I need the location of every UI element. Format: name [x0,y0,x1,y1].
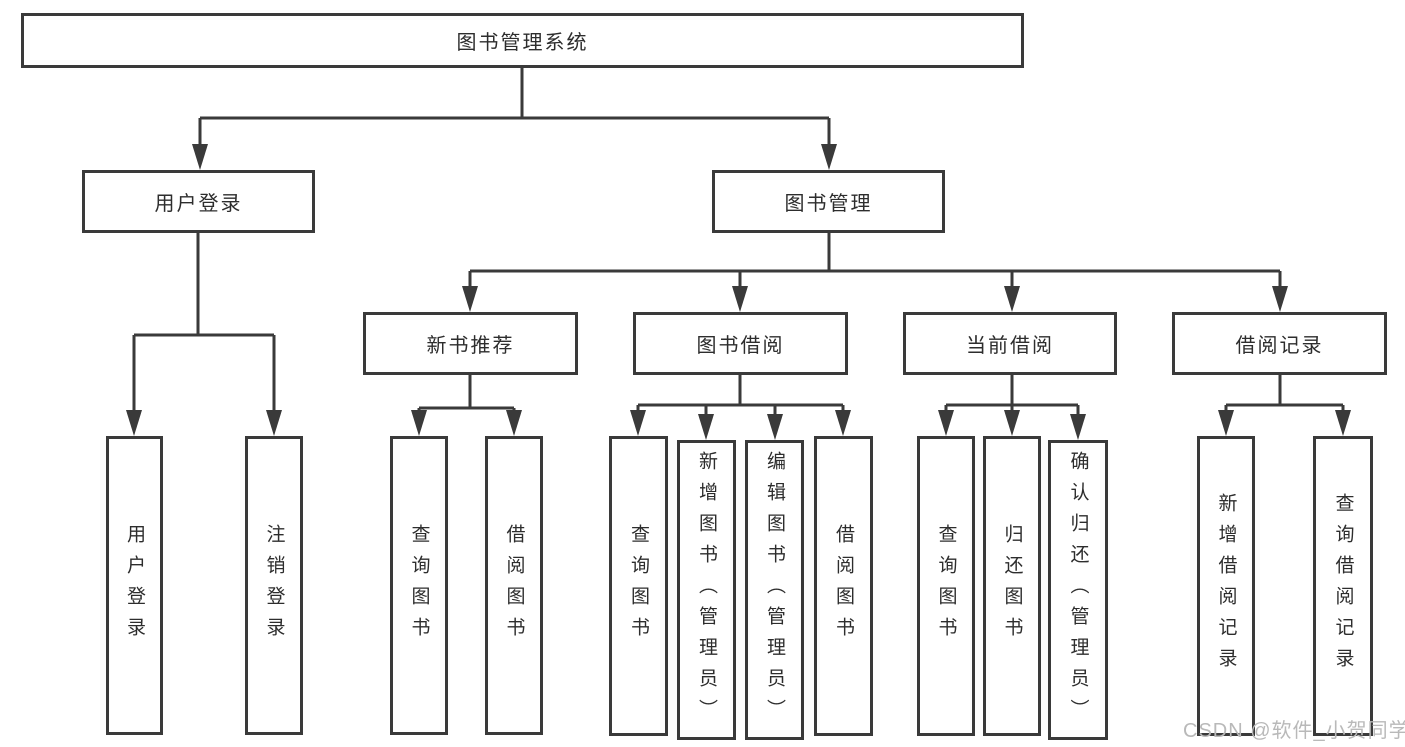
arrow-down-icon [1004,410,1020,436]
node-book-mgmt: 图书管理 [712,170,945,233]
arrow-down-icon [1004,286,1020,312]
node-nbr-borrow-book: 借阅图书 [485,436,543,735]
arrow-down-icon [1335,410,1351,436]
arrow-down-icon [630,410,646,436]
watermark: CSDN @软件_小贺同学 [1183,720,1405,742]
arrow-down-icon [1218,410,1234,436]
node-br-add-record: 新增借阅记录 [1197,436,1255,736]
arrow-down-icon [506,410,522,436]
node-br-query-record: 查询借阅记录 [1313,436,1373,736]
arrow-down-icon [126,410,142,436]
node-bb-query-book: 查询图书 [609,436,668,736]
node-current-borrow: 当前借阅 [903,312,1117,375]
node-bb-borrow-book: 借阅图书 [814,436,873,736]
arrow-down-icon [938,410,954,436]
arrow-down-icon [1272,286,1288,312]
node-nbr-query-book: 查询图书 [390,436,448,735]
arrow-down-icon [732,286,748,312]
node-root: 图书管理系统 [21,13,1024,68]
node-book-borrow: 图书借阅 [633,312,848,375]
node-cb-return-book: 归还图书 [983,436,1041,736]
node-ul-login: 用户登录 [106,436,163,735]
arrow-down-icon [462,286,478,312]
node-new-book-rec: 新书推荐 [363,312,578,375]
arrow-down-icon [266,410,282,436]
node-bb-edit-book-admin: 编辑图书（管理员） [745,440,804,740]
node-cb-confirm-return-admin: 确认归还（管理员） [1048,440,1108,740]
node-borrow-records: 借阅记录 [1172,312,1387,375]
arrow-down-icon [698,414,714,440]
node-ul-logout: 注销登录 [245,436,303,735]
node-bb-add-book-admin: 新增图书（管理员） [677,440,736,740]
arrow-down-icon [411,410,427,436]
arrow-down-icon [767,414,783,440]
arrow-down-icon [821,144,837,170]
arrow-down-icon [192,144,208,170]
node-cb-query-book: 查询图书 [917,436,975,736]
arrow-down-icon [1070,414,1086,440]
node-user-login: 用户登录 [82,170,315,233]
arrow-down-icon [835,410,851,436]
